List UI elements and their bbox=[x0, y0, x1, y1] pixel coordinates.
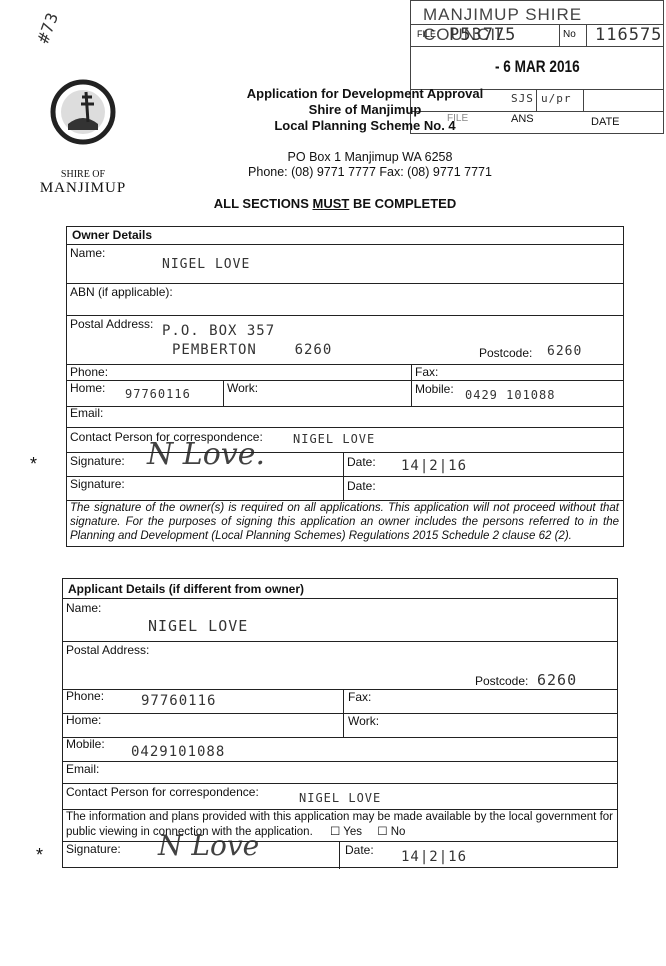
shire-logo: SHIRE OF MANJIMUP bbox=[28, 62, 138, 197]
owner-home-label: Home: bbox=[70, 381, 106, 395]
header-phone-fax: Phone: (08) 9771 7777 Fax: (08) 9771 777… bbox=[248, 165, 492, 179]
yes-checkbox[interactable]: ☐ Yes bbox=[329, 826, 363, 838]
header-shire: Shire of Manjimup bbox=[308, 102, 422, 117]
header-title: Application for Development Approval bbox=[246, 86, 484, 101]
applicant-postcode[interactable]: 6260 bbox=[537, 671, 578, 689]
owner-mobile[interactable]: 0429 101088 bbox=[465, 388, 556, 402]
stamp-initials: SJS bbox=[511, 92, 534, 105]
owner-name-label: Name: bbox=[70, 246, 106, 260]
owner-postal-line2[interactable]: PEMBERTON 6260 bbox=[172, 342, 333, 358]
applicant-date[interactable]: 14|2|16 bbox=[401, 849, 468, 865]
owner-date2-label: Date: bbox=[347, 479, 376, 493]
applicant-postal-label: Postal Address: bbox=[66, 643, 150, 657]
owner-date-label: Date: bbox=[347, 455, 376, 469]
no-checkbox[interactable]: ☐ No bbox=[377, 826, 406, 838]
owner-contact-label: Contact Person for correspondence: bbox=[70, 430, 263, 444]
applicant-home-label: Home: bbox=[66, 713, 102, 727]
margin-asterisk-2: * bbox=[36, 845, 44, 865]
stamp-file-label: FILE bbox=[417, 29, 437, 39]
document-header: Application for Development Approval Shi… bbox=[240, 86, 490, 134]
applicant-details-section: Applicant Details (if different from own… bbox=[62, 578, 618, 869]
owner-details-section: Owner Details Name: NIGEL LOVE ABN (if a… bbox=[66, 226, 624, 547]
owner-postcode[interactable]: 6260 bbox=[547, 344, 583, 359]
owner-signature[interactable]: N Love. bbox=[147, 437, 266, 472]
applicant-signature-label: Signature: bbox=[66, 842, 121, 856]
instruction: ALL SECTIONS MUST BE COMPLETED bbox=[213, 196, 457, 211]
owner-mobile-label: Mobile: bbox=[415, 382, 454, 396]
margin-asterisk: * bbox=[30, 454, 38, 474]
owner-postal-line1[interactable]: P.O. BOX 357 bbox=[162, 323, 276, 339]
applicant-work-label: Work: bbox=[348, 714, 380, 728]
applicant-name[interactable]: NIGEL LOVE bbox=[148, 617, 249, 635]
stamp-col-date: DATE bbox=[591, 116, 620, 128]
owner-signature-note: The signature of the owner(s) is require… bbox=[70, 502, 619, 542]
stamp-council: MANJIMUP SHIRE COUNCIL bbox=[423, 5, 583, 44]
applicant-info-note: The information and plans provided with … bbox=[66, 811, 613, 838]
owner-fax-label: Fax: bbox=[415, 365, 439, 379]
applicant-mobile-label: Mobile: bbox=[66, 737, 105, 751]
applicant-postcode-label: Postcode: bbox=[475, 674, 529, 688]
header-scheme: Local Planning Scheme No. 4 bbox=[274, 118, 456, 133]
owner-name[interactable]: NIGEL LOVE bbox=[162, 257, 251, 272]
applicant-signature[interactable]: N Love bbox=[158, 829, 260, 862]
header-address: PO Box 1 Manjimup WA 6258 bbox=[287, 150, 453, 164]
owner-phone-label: Phone: bbox=[70, 365, 109, 379]
stamp-no: 116575 bbox=[595, 25, 663, 45]
stamp-file-no: P53775 bbox=[449, 25, 517, 45]
applicant-phone[interactable]: 97760116 bbox=[141, 693, 217, 709]
stamp-date: - 6 MAR 2016 bbox=[495, 57, 580, 76]
stamp-col-file: FILE bbox=[447, 113, 469, 124]
applicant-contact-label: Contact Person for correspondence: bbox=[66, 785, 259, 799]
owner-postal-label: Postal Address: bbox=[70, 317, 154, 331]
applicant-email-label: Email: bbox=[66, 762, 100, 776]
owner-signature-label: Signature: bbox=[70, 454, 125, 468]
logo-line2: MANJIMUP bbox=[39, 180, 127, 196]
owner-email-label: Email: bbox=[70, 406, 104, 420]
applicant-name-label: Name: bbox=[66, 601, 102, 615]
applicant-heading: Applicant Details (if different from own… bbox=[68, 582, 305, 596]
owner-signature2-label: Signature: bbox=[70, 477, 125, 491]
owner-work-label: Work: bbox=[227, 381, 259, 395]
applicant-contact[interactable]: NIGEL LOVE bbox=[299, 791, 382, 805]
owner-heading: Owner Details bbox=[72, 228, 153, 242]
stamp-initials2: u/pr bbox=[541, 92, 572, 105]
received-stamp: MANJIMUP SHIRE COUNCIL FILE P53775 No 11… bbox=[410, 0, 664, 134]
owner-abn-label: ABN (if applicable): bbox=[70, 285, 173, 299]
applicant-date-label: Date: bbox=[345, 843, 374, 857]
applicant-phone-label: Phone: bbox=[66, 689, 105, 703]
logo-line1: SHIRE OF bbox=[60, 169, 106, 180]
owner-home-phone[interactable]: 97760116 bbox=[125, 387, 191, 401]
stamp-no-label: No bbox=[563, 29, 576, 40]
logo-emblem-icon bbox=[50, 79, 116, 145]
owner-contact[interactable]: NIGEL LOVE bbox=[293, 432, 376, 446]
applicant-fax-label: Fax: bbox=[348, 690, 372, 704]
margin-note: #73 bbox=[33, 9, 63, 46]
applicant-mobile[interactable]: 0429101088 bbox=[131, 744, 226, 760]
owner-date[interactable]: 14|2|16 bbox=[401, 458, 468, 474]
owner-postcode-label: Postcode: bbox=[479, 346, 533, 360]
stamp-col-ans: ANS bbox=[511, 113, 534, 125]
